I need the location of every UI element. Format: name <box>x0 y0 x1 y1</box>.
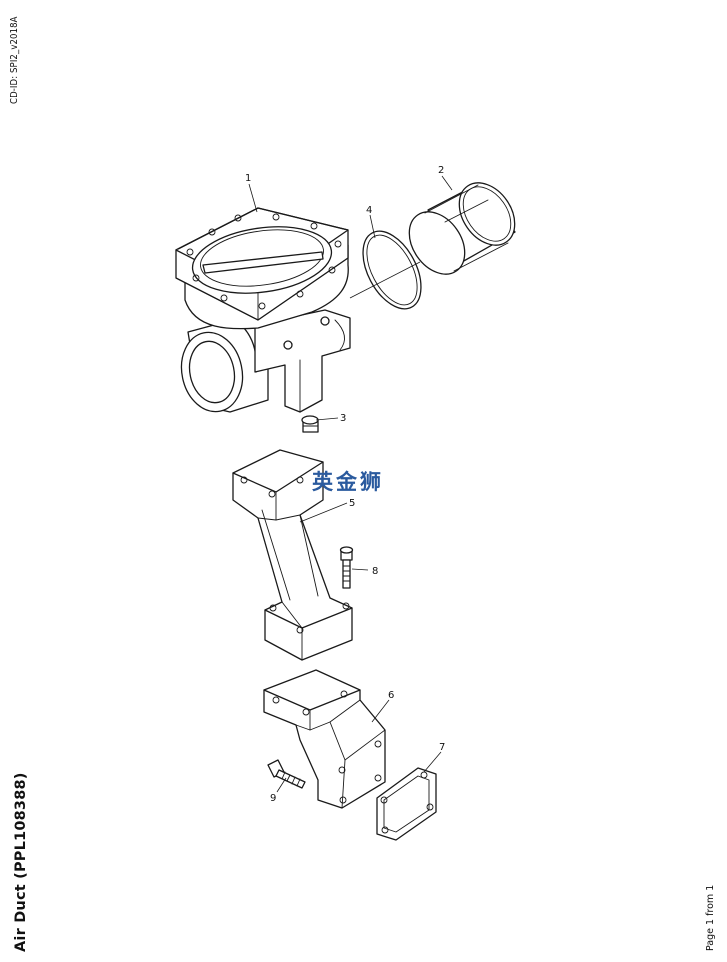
watermark-text: 英金狮 <box>312 470 384 494</box>
part-4-o-ring[interactable] <box>351 222 433 319</box>
callout-5: 5 <box>349 498 355 509</box>
part-5-bracket[interactable] <box>232 449 353 661</box>
callout-6: 6 <box>388 690 394 701</box>
callout-9: 9 <box>270 793 276 804</box>
part-1-housing[interactable] <box>174 207 351 417</box>
callout-4: 4 <box>366 205 372 216</box>
callout-7: 7 <box>439 742 445 753</box>
part-8-screw[interactable] <box>339 546 354 589</box>
leader-lines <box>248 175 453 793</box>
callout-2: 2 <box>438 165 444 176</box>
callout-1: 1 <box>245 173 251 184</box>
part-9-screw[interactable] <box>267 759 306 789</box>
document-title: Air Duct (PPL108388) <box>13 772 29 952</box>
callout-3: 3 <box>340 413 346 424</box>
part-7-gasket[interactable] <box>376 767 437 841</box>
page-number: Page 1 from 1 <box>705 884 716 951</box>
callout-numbers: 1 2 3 4 5 6 7 8 9 <box>245 165 445 804</box>
callout-8: 8 <box>372 566 378 577</box>
part-2-sleeve[interactable] <box>398 172 526 284</box>
part-6-bracket[interactable] <box>263 669 386 809</box>
part-3-plug[interactable] <box>301 415 319 433</box>
